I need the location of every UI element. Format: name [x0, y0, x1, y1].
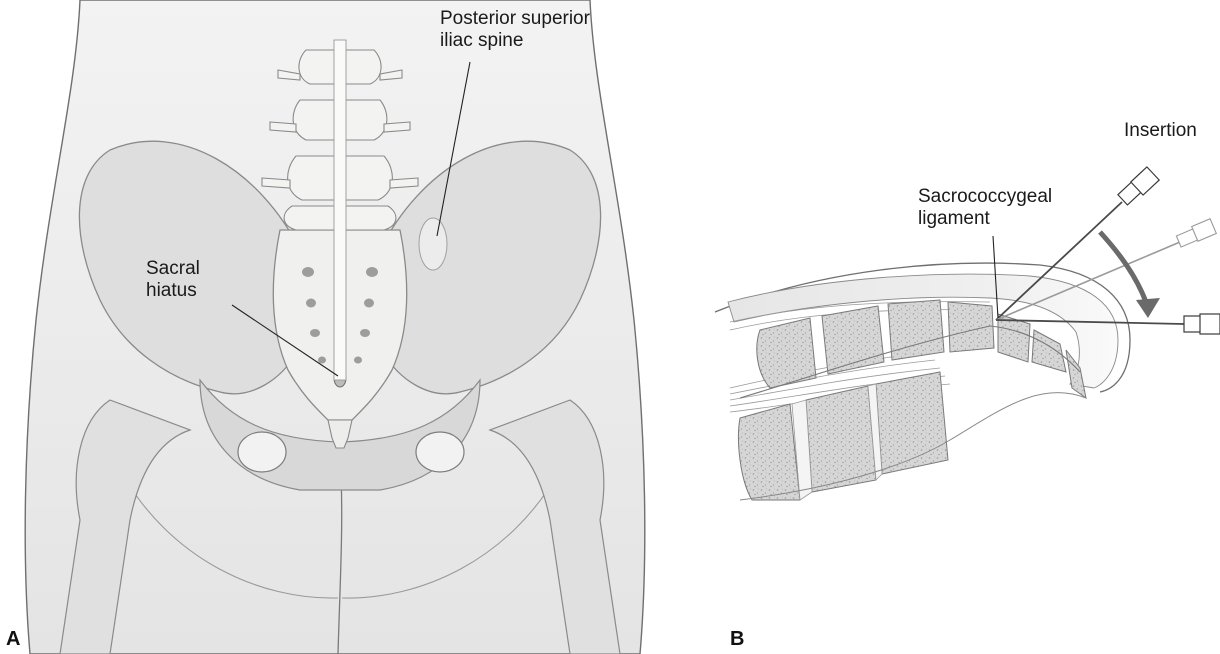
redirect-arrowhead: [1136, 298, 1160, 318]
psis-landmark: [419, 218, 447, 270]
panel-b-letter: B: [730, 628, 744, 651]
sacral-hiatus-label-line1: Sacral: [146, 258, 200, 280]
ligament-label: Sacrococcygeal ligament: [918, 186, 1052, 230]
left-obturator-foramen: [238, 432, 286, 472]
right-obturator-foramen: [416, 432, 464, 472]
needle-middle: [996, 219, 1216, 320]
panel-a-letter: A: [6, 628, 20, 651]
insertion-label-text: Insertion: [1124, 120, 1197, 142]
ligament-label-line2: ligament: [918, 208, 1052, 230]
psis-label: Posterior superior iliac spine: [440, 8, 590, 52]
sacral-hiatus-label: Sacral hiatus: [146, 258, 200, 302]
panel-a-illustration: [25, 0, 645, 654]
insertion-label: Insertion: [1124, 120, 1197, 142]
spinous-column: [334, 40, 346, 380]
psis-label-line2: iliac spine: [440, 30, 590, 52]
sacral-hiatus-label-line2: hiatus: [146, 280, 200, 302]
ligament-label-line1: Sacrococcygeal: [918, 186, 1052, 208]
sacral-segments: [739, 300, 1087, 500]
psis-label-line1: Posterior superior: [440, 8, 590, 30]
